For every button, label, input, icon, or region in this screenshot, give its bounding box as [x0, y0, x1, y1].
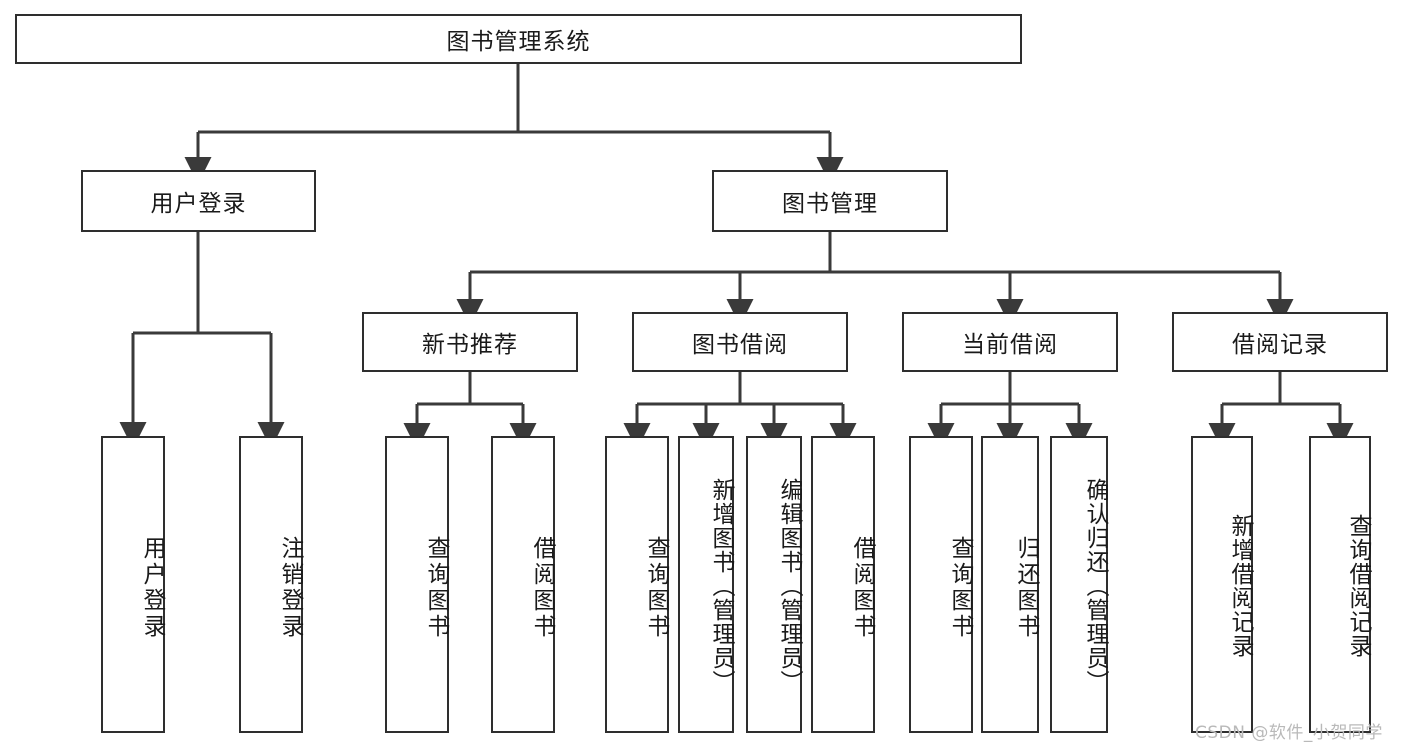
- node-leaf-user-logout-label: 注销登录: [277, 535, 303, 640]
- node-leaf-borrow-book-2[interactable]: 借阅图书: [811, 436, 875, 733]
- csdn-watermark: CSDN @软件_小贺同学: [1195, 723, 1383, 743]
- node-leaf-borrow-book-1-label: 借阅图书: [529, 535, 555, 640]
- node-new-book-recommend-label: 新书推荐: [422, 332, 518, 358]
- node-leaf-user-login[interactable]: 用户登录: [101, 436, 165, 733]
- node-root-label: 图书管理系统: [446, 29, 591, 55]
- node-leaf-query-book-3-label: 查询图书: [947, 535, 973, 640]
- node-leaf-query-book-2[interactable]: 查询图书: [605, 436, 669, 733]
- node-leaf-add-book-label: 新增图书（管理员）: [708, 477, 734, 694]
- node-leaf-add-book[interactable]: 新增图书（管理员）: [678, 436, 734, 733]
- node-leaf-add-record-label: 新增借阅记录: [1227, 513, 1253, 658]
- node-borrow-record[interactable]: 借阅记录: [1172, 312, 1388, 372]
- node-root-system[interactable]: 图书管理系统: [15, 14, 1022, 64]
- node-leaf-edit-book[interactable]: 编辑图书（管理员）: [746, 436, 802, 733]
- node-leaf-return-book-label: 归还图书: [1013, 535, 1039, 640]
- node-book-borrow-label: 图书借阅: [692, 332, 788, 358]
- node-book-borrow[interactable]: 图书借阅: [632, 312, 848, 372]
- node-book-manage[interactable]: 图书管理: [712, 170, 948, 232]
- node-leaf-confirm-return[interactable]: 确认归还（管理员）: [1050, 436, 1108, 733]
- node-leaf-query-book-1-label: 查询图书: [423, 535, 449, 640]
- node-leaf-query-book-3[interactable]: 查询图书: [909, 436, 973, 733]
- node-borrow-record-label: 借阅记录: [1232, 332, 1328, 358]
- node-user-login-label: 用户登录: [150, 191, 247, 217]
- node-current-borrow-label: 当前借阅: [962, 332, 1058, 358]
- node-leaf-query-book-1[interactable]: 查询图书: [385, 436, 449, 733]
- node-book-manage-label: 图书管理: [782, 191, 878, 217]
- node-leaf-edit-book-label: 编辑图书（管理员）: [776, 477, 802, 694]
- node-leaf-return-book[interactable]: 归还图书: [981, 436, 1039, 733]
- node-leaf-user-logout[interactable]: 注销登录: [239, 436, 303, 733]
- node-leaf-borrow-book-2-label: 借阅图书: [849, 535, 875, 640]
- node-current-borrow[interactable]: 当前借阅: [902, 312, 1118, 372]
- node-leaf-borrow-book-1[interactable]: 借阅图书: [491, 436, 555, 733]
- node-leaf-query-book-2-label: 查询图书: [643, 535, 669, 640]
- node-new-book-recommend[interactable]: 新书推荐: [362, 312, 578, 372]
- node-leaf-user-login-label: 用户登录: [139, 535, 165, 640]
- node-leaf-add-record[interactable]: 新增借阅记录: [1191, 436, 1253, 733]
- node-user-login[interactable]: 用户登录: [81, 170, 316, 232]
- node-leaf-query-record[interactable]: 查询借阅记录: [1309, 436, 1371, 733]
- node-leaf-confirm-return-label: 确认归还（管理员）: [1082, 477, 1108, 694]
- node-leaf-query-record-label: 查询借阅记录: [1345, 513, 1371, 658]
